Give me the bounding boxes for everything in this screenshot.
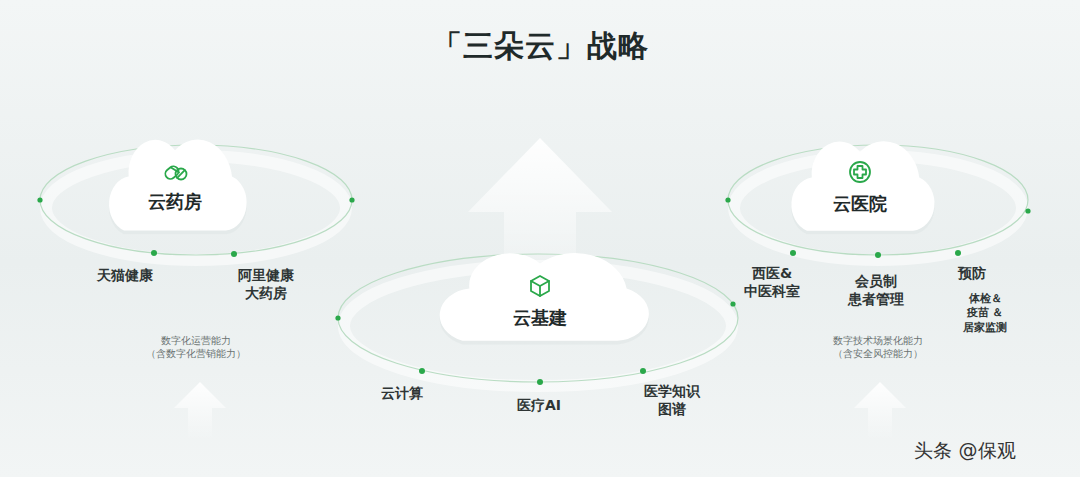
sub-item: 西医& 中医科室 <box>744 264 800 300</box>
sub-item: 天猫健康 <box>97 266 153 284</box>
sub-item: 医疗AI <box>517 396 561 414</box>
cloud-shape <box>782 128 938 238</box>
orbit-band <box>344 266 732 386</box>
capability-note: 数字化运营能力 （含数字化营销能力） <box>146 334 246 360</box>
sub-item: 云计算 <box>381 384 423 402</box>
watermark: 头条 @保观 <box>914 438 1015 463</box>
small-arrow <box>174 382 226 440</box>
capability-note: 数字技术场景化能力 （含安全风控能力） <box>833 334 923 360</box>
small-arrow <box>854 382 906 440</box>
orbit-line <box>338 254 738 382</box>
growth-arrow <box>468 138 612 262</box>
title: 「三朵云」战略 <box>0 26 1080 67</box>
cloud-node: 云药房 <box>100 126 250 238</box>
cloud-node: 云基建 <box>426 240 654 348</box>
cloud-label: 云医院 <box>782 192 938 216</box>
cloud-icon <box>161 156 189 184</box>
cloud-icon <box>526 272 554 300</box>
sub-item: 阿里健康 大药房 <box>238 266 294 302</box>
sub-item: 体检＆疫苗 ＆居家监测 <box>963 292 1007 335</box>
cloud-icon <box>846 158 874 186</box>
sub-item: 会员制 患者管理 <box>848 272 904 308</box>
cloud-node: 云医院 <box>782 128 938 238</box>
cloud-label: 云药房 <box>100 190 250 214</box>
cloud-label: 云基建 <box>426 306 654 330</box>
sub-item: 医学知识 图谱 <box>644 382 700 418</box>
sub-item: 预防 <box>958 264 986 282</box>
cloud-shape <box>100 126 250 238</box>
